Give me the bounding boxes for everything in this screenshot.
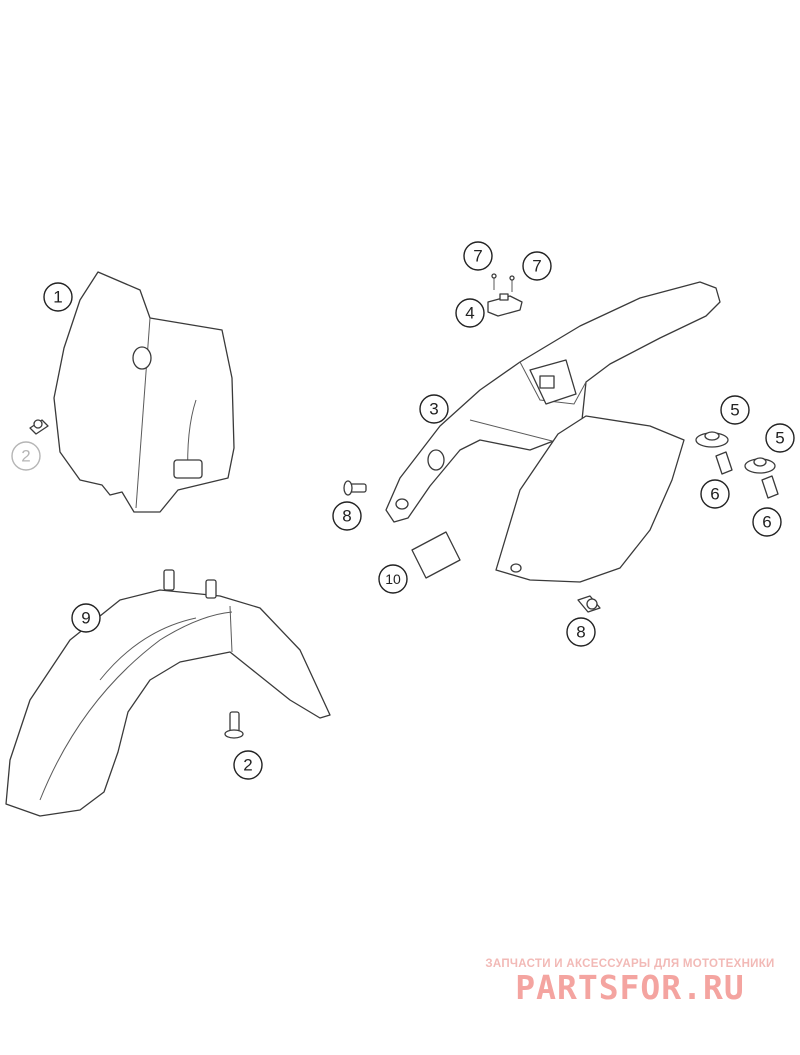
svg-text:5: 5 [775, 429, 784, 448]
callout: 5 [765, 423, 795, 453]
callout: 2 [233, 750, 263, 780]
svg-text:6: 6 [762, 513, 771, 532]
callout: 1 [43, 282, 73, 312]
watermark-tagline: ЗАПЧАСТИ И АКСЕССУАРЫ ДЛЯ МОТОТЕХНИКИ [485, 958, 775, 970]
callout: 3 [419, 394, 449, 424]
callout: 6 [700, 479, 730, 509]
svg-text:3: 3 [429, 400, 438, 419]
svg-text:4: 4 [465, 304, 474, 323]
svg-text:8: 8 [576, 623, 585, 642]
svg-text:5: 5 [730, 401, 739, 420]
screw-small [29, 419, 49, 435]
callout: 7 [522, 251, 552, 281]
callout: 9 [71, 603, 101, 633]
svg-text:6: 6 [710, 485, 719, 504]
svg-text:10: 10 [385, 571, 401, 587]
callout: 8 [566, 617, 596, 647]
rear-side-panel [495, 415, 685, 583]
front-fender [5, 569, 331, 817]
svg-text:2: 2 [21, 447, 30, 466]
rivets [491, 273, 515, 292]
svg-text:7: 7 [473, 247, 482, 266]
callout: 8 [332, 501, 362, 531]
washers [695, 431, 776, 474]
callout: 7 [463, 241, 493, 271]
callout: 4 [455, 298, 485, 328]
sticker [411, 531, 461, 579]
svg-text:1: 1 [53, 288, 62, 307]
watermark-logo: PARTSFOR.RU [515, 968, 745, 1007]
svg-text:9: 9 [81, 609, 90, 628]
bracket [487, 293, 523, 317]
svg-text:8: 8 [342, 507, 351, 526]
rear-fender [385, 281, 721, 523]
callout: 2 [11, 441, 41, 471]
callout: 6 [752, 507, 782, 537]
bolts [343, 480, 601, 613]
screws-rear [715, 451, 779, 499]
callout: 5 [720, 395, 750, 425]
svg-text:2: 2 [243, 756, 252, 775]
callout: 10 [378, 564, 408, 594]
front-number-plate [53, 271, 235, 513]
watermark: ЗАПЧАСТИ И АКСЕССУАРЫ ДЛЯ МОТОТЕХНИКИ PA… [480, 958, 780, 1007]
screw-fender [224, 711, 244, 739]
svg-text:7: 7 [532, 257, 541, 276]
